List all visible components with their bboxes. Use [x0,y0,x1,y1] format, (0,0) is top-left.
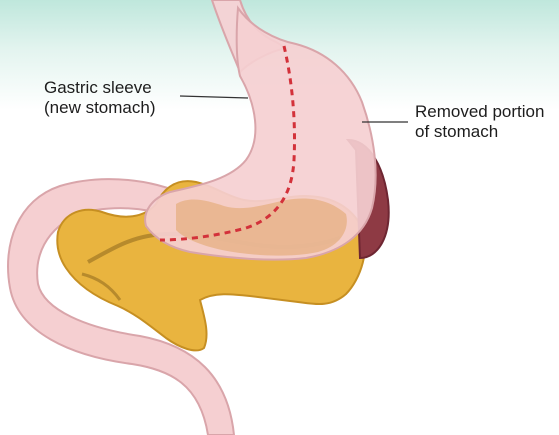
removed-portion-label-line-2: of stomach [415,122,544,142]
removed-portion-label-line-1: Removed portion [415,102,544,122]
gastric-sleeve-label: Gastric sleeve (new stomach) [44,78,155,118]
removed-portion-label: Removed portion of stomach [415,102,544,142]
gastric-sleeve-label-line-1: Gastric sleeve [44,78,155,98]
gastric-sleeve-label-line-2: (new stomach) [44,98,155,118]
leader-line-gastric-sleeve [180,96,248,98]
